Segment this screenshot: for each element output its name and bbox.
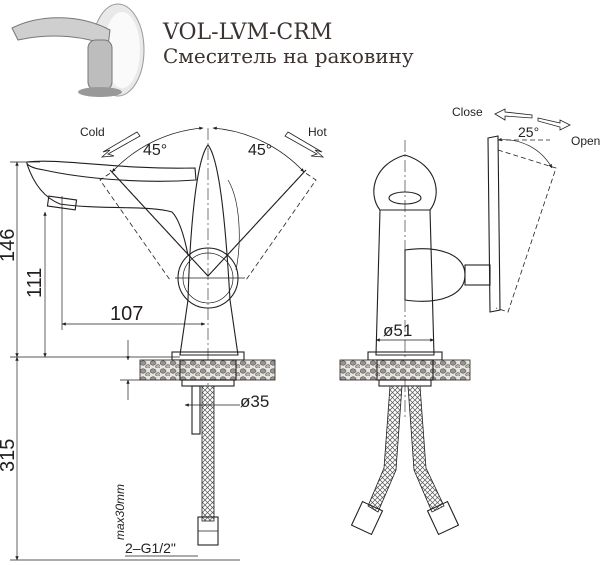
product-description: Смеситель на раковину: [163, 44, 414, 68]
dim-connection: 2–G1/2": [125, 540, 176, 556]
angle-open-label: 25°: [518, 124, 539, 140]
countertop-section: [139, 359, 276, 381]
dim-max-thickness: max30mm: [113, 484, 127, 540]
dim-hose-length: 315: [0, 439, 19, 472]
model-code: VOL-LVM-CRM: [162, 20, 332, 45]
dim-base-diameter: ø51: [383, 321, 412, 340]
product-photo: [11, 3, 145, 97]
cold-label: Cold: [80, 125, 105, 139]
side-view: 25° Close Open ø51: [339, 105, 600, 536]
close-label: Close: [452, 105, 483, 119]
angle-left-label: 45°: [143, 142, 167, 159]
hot-label: Hot: [308, 125, 327, 139]
dim-total-height: 146: [0, 229, 19, 262]
angle-right-label: 45°: [248, 142, 272, 159]
front-view: Cold Hot 45° 45° 146 111 107 315 max30mm…: [0, 125, 327, 561]
dim-spout-height: 111: [24, 268, 46, 298]
countertop-section-side: [339, 359, 471, 381]
dim-mount-diameter: ø35: [240, 392, 269, 411]
dim-spout-reach: 107: [110, 303, 143, 325]
open-label: Open: [571, 134, 600, 148]
